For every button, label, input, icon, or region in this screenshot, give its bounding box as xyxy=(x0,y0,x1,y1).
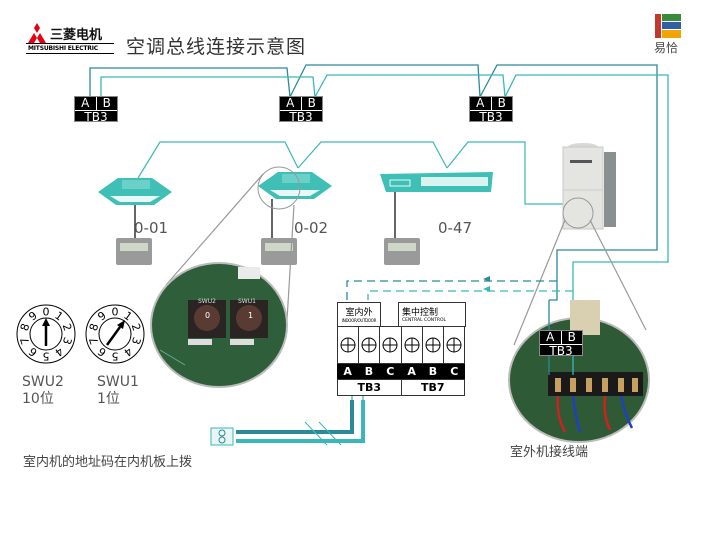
indoor-cable xyxy=(210,400,365,446)
pin-label: C xyxy=(386,365,395,378)
tb7-block-label: TB7 xyxy=(420,381,445,394)
bus-line-a xyxy=(89,64,658,301)
remote-controller-2 xyxy=(261,238,297,265)
rotary-switch-swu2 xyxy=(16,304,76,364)
bus-line-b xyxy=(100,74,669,330)
screw-icon xyxy=(382,337,398,353)
tb3-block-label: TB3 xyxy=(338,380,402,395)
page-title: 空调总线连接示意图 xyxy=(126,36,307,58)
screw-icon xyxy=(425,337,441,353)
pin-label: A xyxy=(407,365,416,378)
dial-pointer xyxy=(105,326,122,346)
indoor-address-caption: 室内机的地址码在内机板上拨 xyxy=(23,455,193,470)
dial-digit: 8 xyxy=(18,322,33,333)
pcb-swu2-value: 0 xyxy=(205,311,210,320)
screw-terminal xyxy=(359,327,381,363)
outdoor-unit xyxy=(562,143,616,230)
dial-digit: 0 xyxy=(112,306,119,319)
partner-logo: 易恰 xyxy=(652,14,684,55)
swu2-label: SWU2 10位 xyxy=(22,374,64,407)
outdoor-pcb-zoom xyxy=(508,300,650,443)
screw-row xyxy=(337,326,465,364)
pcb-swu1-value: 1 xyxy=(248,311,253,320)
brand-name-en: MITSUBISHI ELECTRIC xyxy=(28,45,98,52)
address-0-01: 0-01 xyxy=(134,219,169,237)
dial-digit: 7 xyxy=(18,335,33,346)
pin-label: C xyxy=(450,365,459,378)
swu1-label: SWU1 1位 xyxy=(97,374,139,407)
pin-label: B xyxy=(364,365,374,378)
dial-digit: 5 xyxy=(112,350,119,363)
screw-terminal xyxy=(338,327,360,363)
rotary-switch-swu1 xyxy=(85,304,145,364)
dial-digit: 2 xyxy=(129,322,144,333)
dial-digit: 7 xyxy=(87,335,102,346)
indoor-pcb-zoom xyxy=(150,262,288,388)
screw-icon xyxy=(404,337,420,353)
outdoor-terminal-caption: 室外机接线端 xyxy=(510,445,589,460)
indoor-outdoor-group: 室内外 INDOOR/OUTDOOR xyxy=(337,302,381,327)
screw-terminal xyxy=(402,327,423,363)
remote-controller-3 xyxy=(384,238,420,265)
screw-icon xyxy=(361,337,377,353)
indoor-terminal-panel: 室内外 INDOOR/OUTDOOR 集中控制 CENTRAL CONTROL … xyxy=(337,302,466,396)
dial-digit: 3 xyxy=(60,335,75,346)
cassette-unit-0-02 xyxy=(258,172,332,199)
address-0-47: 0-47 xyxy=(438,219,473,237)
dial-digit: 8 xyxy=(87,322,102,333)
dial-digit: 5 xyxy=(43,350,50,363)
indoor-connection-lines xyxy=(137,141,569,205)
address-0-02: 0-02 xyxy=(294,219,329,237)
screw-icon xyxy=(340,337,356,353)
brand-name-cn: 三菱电机 xyxy=(50,28,103,43)
pcb-swu1-label: SWU1 xyxy=(238,298,256,305)
central-control-dashed-lines xyxy=(346,276,573,300)
partner-logo-text: 易恰 xyxy=(654,41,679,55)
dial-digit: 2 xyxy=(60,322,75,333)
pin-label: B xyxy=(428,365,438,378)
cassette-unit-0-01 xyxy=(98,178,172,205)
pin-label: A xyxy=(343,365,352,378)
screw-terminal xyxy=(423,327,444,363)
pcb-swu2-label: SWU2 xyxy=(198,298,216,305)
dial-digit: 3 xyxy=(129,335,144,346)
partner-logo-icon xyxy=(655,14,681,38)
remote-controller-1 xyxy=(116,238,152,265)
central-control-group: 集中控制 CENTRAL CONTROL xyxy=(398,302,466,327)
screw-terminal xyxy=(380,327,402,363)
screw-icon xyxy=(446,337,462,353)
three-diamonds-icon xyxy=(28,23,46,43)
dial-digit: 0 xyxy=(43,306,50,319)
mitsubishi-logo: 三菱电机 MITSUBISHI ELECTRIC xyxy=(26,22,118,56)
ducted-unit-0-47 xyxy=(380,172,493,192)
screw-terminal xyxy=(444,327,464,363)
